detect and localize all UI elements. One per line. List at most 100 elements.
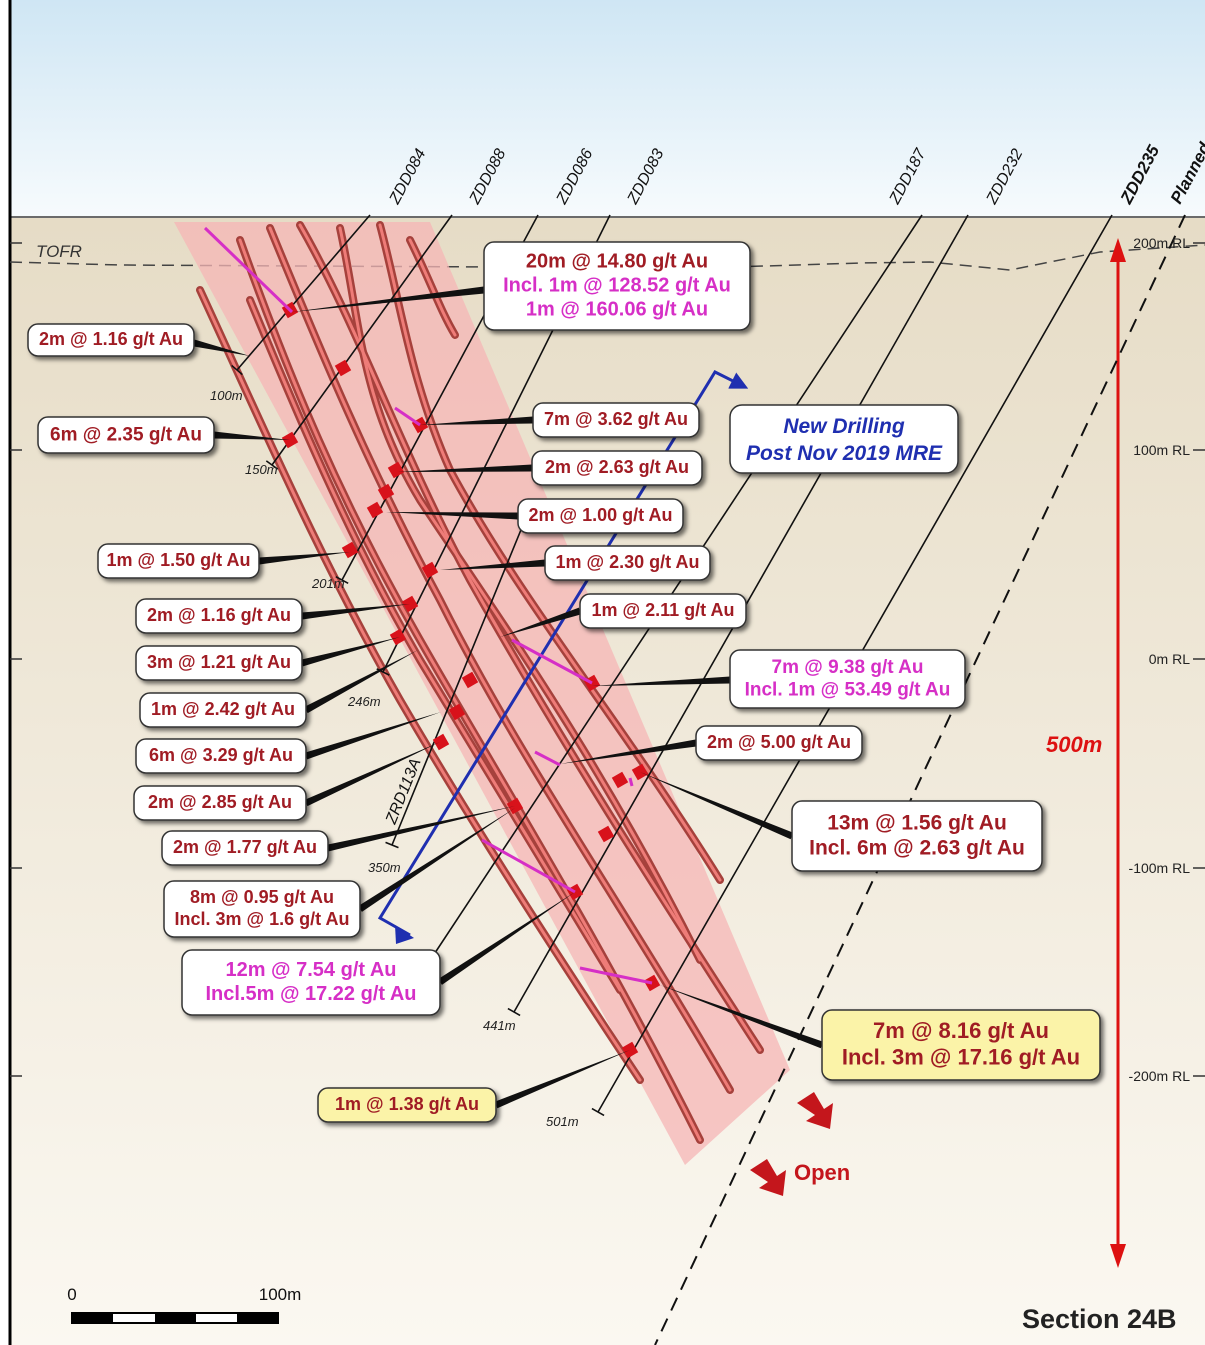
intercept-marker [597,825,615,843]
callout-line: 8m @ 0.95 g/t Au [190,887,334,907]
intercept-marker [377,483,395,501]
callout-box [517,498,684,534]
intercept-callout: 2m @ 1.77 g/t Au [161,830,329,866]
sky [10,0,1205,218]
callout-line: 3m @ 1.21 g/t Au [147,652,291,672]
callout-line: 2m @ 1.16 g/t Au [39,329,183,349]
callout-leader [438,892,575,985]
callout-leader [592,676,731,686]
callout-leader [494,1050,630,1109]
callout-box [729,649,966,709]
new-drilling-line2: Post Nov 2019 MRE [746,442,943,465]
callout-leader [386,512,519,520]
callout-line: 12m @ 7.54 g/t Au [225,959,396,981]
rl-label: 100m RL [1133,442,1190,458]
intercept-marker [421,561,439,579]
callout-box [791,800,1043,872]
section-title: Section 24B [1022,1304,1177,1334]
new-drilling-bracket [377,370,749,937]
callout-box [135,645,303,681]
drill-trace [654,214,1186,1345]
intercept-callout: 1m @ 1.50 g/t Au [97,543,260,579]
vertical-extent-arrowhead-bottom [1110,1244,1126,1268]
high-grade-trace [628,777,634,787]
callout-leader [193,339,250,356]
callout-line: Incl. 3m @ 17.16 g/t Au [842,1044,1080,1069]
callout-line: 2m @ 2.85 g/t Au [148,792,292,812]
callout-line: Incl. 1m @ 128.52 g/t Au [503,275,731,297]
intercept-callout: 1m @ 2.11 g/t Au [579,593,747,629]
hole-depth-label: 201m [311,576,345,591]
intercept-callout: 2m @ 2.63 g/t Au [531,450,703,486]
callout-box [135,598,303,634]
callout-box [139,692,307,728]
rl-label: 200m RL [1133,235,1190,251]
hole-depth-label: 100m [210,388,243,403]
callout-box [37,416,215,454]
high-grade-trace [203,226,294,314]
callout-line: 7m @ 3.62 g/t Au [544,409,688,429]
high-grade-trace [481,838,576,894]
intercept-marker [366,501,384,519]
callout-leader [304,650,418,714]
intercept-marker [448,703,466,721]
callout-line: 2m @ 1.16 g/t Au [147,605,291,625]
rl-label: -100m RL [1129,860,1191,876]
intercept-callout: 6m @ 2.35 g/t Au [37,416,215,454]
intercept-marker [387,461,405,479]
callout-line: 1m @ 160.06 g/t Au [526,299,708,321]
callout-line: 1m @ 1.50 g/t Au [107,550,251,570]
rl-label: -200m RL [1129,1068,1191,1084]
callout-box [544,545,711,581]
scale-bar-end: 100m [259,1285,302,1304]
high-grade-trace [394,406,421,427]
callout-leader [358,808,515,912]
callout-box [695,725,863,761]
callout-line: 7m @ 8.16 g/t Au [873,1018,1049,1043]
callout-line: Incl.5m @ 17.22 g/t Au [205,983,416,1005]
callout-line: Incl. 6m @ 2.63 g/t Au [809,836,1025,859]
intercept-ticks [203,226,661,1059]
callout-leader [213,431,290,440]
drill-trace [426,214,923,966]
callout-line: Incl. 1m @ 53.49 g/t Au [745,680,951,701]
callout-leader [560,739,697,764]
rl-label: 0m RL [1149,651,1190,667]
end-of-hole-tick [335,575,349,585]
callout-box [97,543,260,579]
intercept-callout: 7m @ 3.62 g/t Au [532,402,700,438]
intercept-callout: 6m @ 3.29 g/t Au [135,738,307,774]
hole-depth-label: 150m [245,462,278,477]
callout-box [27,323,195,357]
end-of-hole-tick [385,841,399,849]
callout-leader [420,416,534,425]
callout-leader [304,742,440,807]
open-arrow-1 [797,1092,833,1129]
scale-bar-start: 0 [67,1285,76,1304]
callout-leader [500,607,582,637]
callout-leader [258,552,350,565]
callout-box [579,593,747,629]
callout-box [181,949,441,1016]
callout-line: 1m @ 2.42 g/t Au [151,699,295,719]
callout-leader [301,637,400,667]
callout-box [483,241,751,331]
callout-leader [398,464,533,472]
callout-leader [660,985,824,1049]
drill-trace [271,214,453,466]
intercept-callout: 1m @ 1.38 g/t Au [317,1087,497,1123]
intercept-callout: 2m @ 1.16 g/t Au [27,323,195,357]
tofr-label: TOFR [36,242,82,261]
scale-bar-segment [155,1313,196,1323]
scale-bar-segment [237,1313,278,1323]
callout-line: 2m @ 1.00 g/t Au [529,505,673,525]
vertical-extent-arrowhead-top [1110,238,1126,262]
callout-box [531,450,703,486]
callout-leader [327,806,515,852]
callout-line: 13m @ 1.56 g/t Au [827,811,1007,834]
